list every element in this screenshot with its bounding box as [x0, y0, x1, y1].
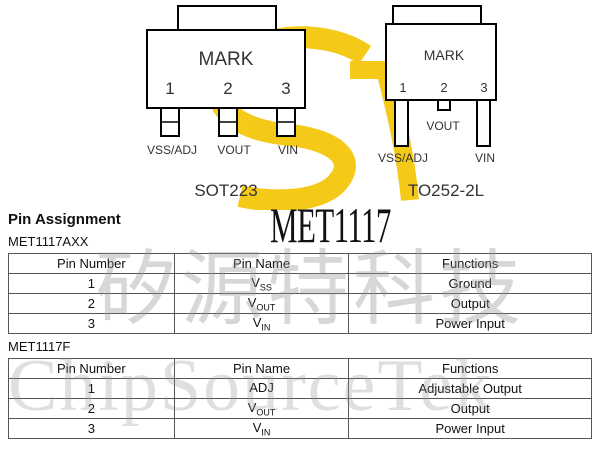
- table-row: 1 ADJ Adjustable Output: [8, 378, 592, 399]
- to252-pin1: 1: [399, 80, 406, 95]
- watermark-part-number: MET1117: [270, 197, 391, 253]
- sot223-pin1: 1: [165, 79, 174, 98]
- pin-name-cell: VOUT: [173, 293, 350, 314]
- header-pin-number: Pin Number: [8, 253, 175, 274]
- to252-label-pin1: VSS/ADJ: [378, 151, 428, 165]
- variant-title-axx: MET1117AXX: [8, 234, 89, 249]
- header-functions: Functions: [348, 358, 592, 379]
- table-header-row: Pin Number Pin Name Functions: [8, 358, 592, 379]
- to252-label-pin3: VIN: [475, 151, 495, 165]
- sot223-label-pin2: VOUT: [217, 143, 251, 157]
- function-cell: Ground: [348, 273, 592, 294]
- table-row: 2 VOUT Output: [8, 398, 592, 419]
- pin-name-cell: VOUT: [173, 398, 350, 419]
- pin-number-cell: 2: [8, 398, 175, 419]
- header-functions: Functions: [348, 253, 592, 274]
- section-title: Pin Assignment: [8, 211, 121, 228]
- sot223-pin2: 2: [223, 79, 232, 98]
- sot223-mark: MARK: [199, 49, 254, 70]
- variant-title-f: MET1117F: [8, 339, 71, 354]
- pin-name-cell: ADJ: [173, 378, 350, 399]
- pin-name-cell: VIN: [173, 418, 350, 439]
- header-pin-number: Pin Number: [8, 358, 175, 379]
- header-pin-name: Pin Name: [173, 358, 350, 379]
- function-cell: Power Input: [348, 418, 592, 439]
- pin-table-f: Pin Number Pin Name Functions 1 ADJ Adju…: [8, 358, 592, 439]
- table-row: 3 VIN Power Input: [8, 313, 592, 334]
- table-header-row: Pin Number Pin Name Functions: [8, 253, 592, 274]
- pin-number-cell: 3: [8, 313, 175, 334]
- function-cell: Output: [348, 398, 592, 419]
- pin-number-cell: 1: [8, 378, 175, 399]
- pin-number-cell: 2: [8, 293, 175, 314]
- pin-number-cell: 1: [8, 273, 175, 294]
- function-cell: Output: [348, 293, 592, 314]
- pin-name-cell: VIN: [173, 313, 350, 334]
- to252-name: TO252-2L: [408, 181, 484, 200]
- table-row: 1 VSS Ground: [8, 273, 592, 294]
- to252-package: MARK 1 2 3 VOUT VSS/ADJ VIN TO252-2L: [378, 5, 497, 200]
- function-cell: Power Input: [348, 313, 592, 334]
- sot223-pin3: 3: [281, 79, 290, 98]
- to252-pin2: 2: [440, 80, 447, 95]
- sot223-label-pin3: VIN: [278, 143, 298, 157]
- header-pin-name: Pin Name: [173, 253, 350, 274]
- pin-table-axx: Pin Number Pin Name Functions 1 VSS Grou…: [8, 253, 592, 334]
- to252-label-pin2: VOUT: [426, 119, 460, 133]
- table-row: 3 VIN Power Input: [8, 418, 592, 439]
- function-cell: Adjustable Output: [348, 378, 592, 399]
- pin-name-cell: VSS: [173, 273, 350, 294]
- pin-number-cell: 3: [8, 418, 175, 439]
- sot223-name: SOT223: [194, 181, 257, 200]
- sot223-label-pin1: VSS/ADJ: [147, 143, 197, 157]
- table-row: 2 VOUT Output: [8, 293, 592, 314]
- package-diagrams: MARK 1 2 3 VSS/ADJ VOUT VIN SOT223 MARK …: [0, 0, 600, 210]
- to252-pin3: 3: [480, 80, 487, 95]
- to252-mark: MARK: [424, 47, 465, 63]
- sot223-package: MARK 1 2 3 VSS/ADJ VOUT VIN SOT223: [146, 5, 306, 200]
